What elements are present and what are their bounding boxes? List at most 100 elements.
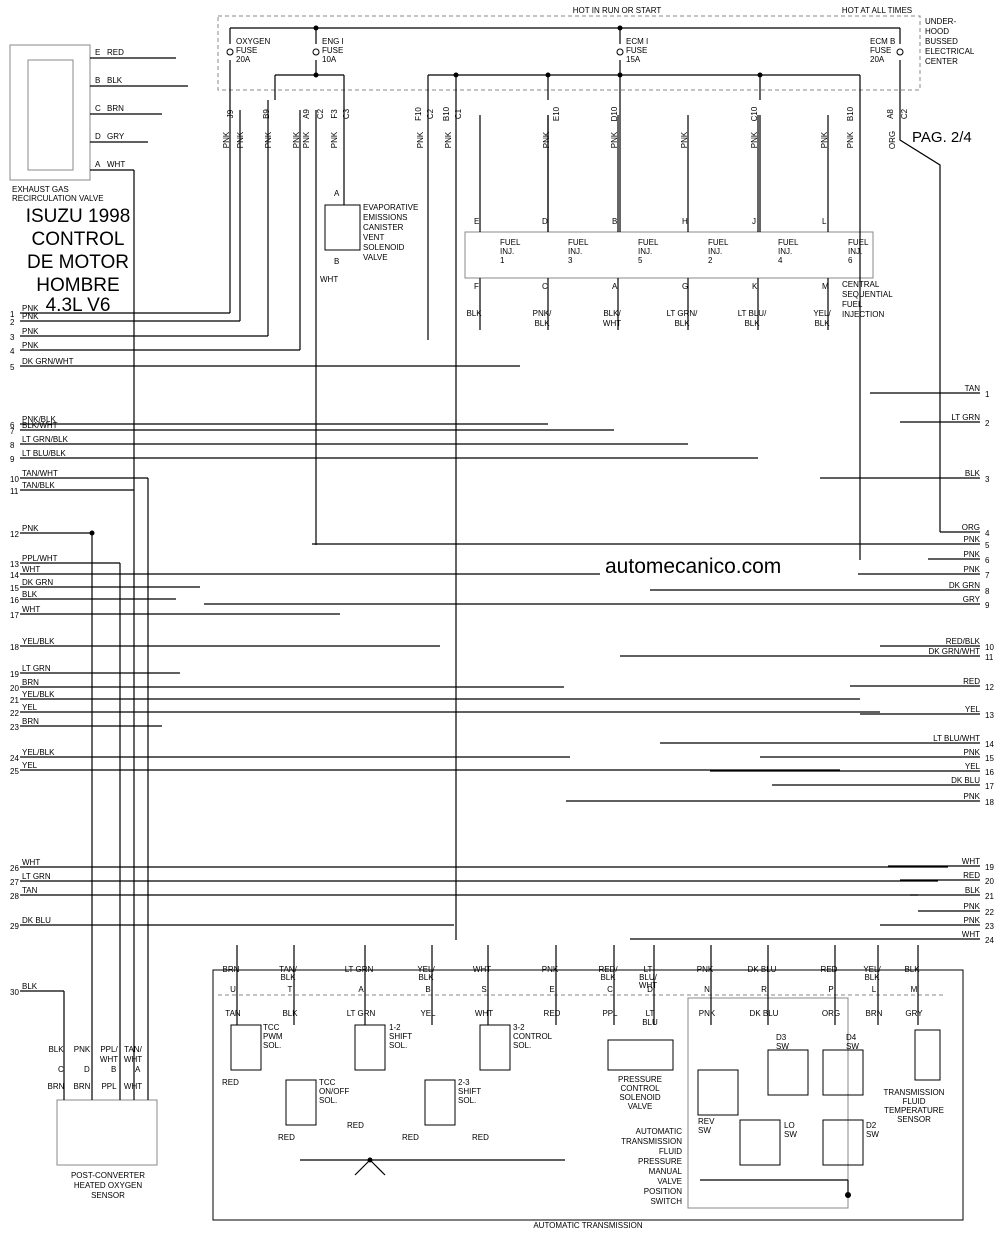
- left-wire-color: PNK: [22, 312, 39, 321]
- solenoid-label: 2-3: [458, 1078, 470, 1087]
- trans-wire-color-top: PNK: [542, 965, 559, 974]
- connector-pin: A8: [886, 109, 895, 119]
- left-wire-color: TAN/BLK: [22, 481, 55, 490]
- trans-wire-color-top: BLK: [280, 973, 296, 982]
- right-wire-number: 7: [985, 571, 990, 580]
- injector-type: INJ.: [638, 247, 652, 256]
- right-wire-number: 1: [985, 390, 990, 399]
- right-wire-color: PNK: [964, 902, 981, 911]
- injector-pin-top: J: [752, 217, 756, 226]
- right-wire-color: YEL: [965, 762, 981, 771]
- left-wire-number: 10: [10, 475, 19, 484]
- left-wire-color: YEL/BLK: [22, 637, 55, 646]
- right-wire-number: 9: [985, 601, 990, 610]
- left-wire-color: PNK: [22, 327, 39, 336]
- wire-color: PNK: [820, 131, 829, 148]
- injector-group-label: SEQUENTIAL: [842, 290, 893, 299]
- injector-pin-top: D: [542, 217, 548, 226]
- connector-pin: F10: [414, 107, 423, 121]
- trunk: [899, 100, 941, 532]
- trans-inside-color: YEL: [420, 1009, 436, 1018]
- fuse-type: FUSE: [870, 46, 891, 55]
- o2-pin: B: [111, 1065, 116, 1074]
- evap-pin-a: A: [334, 189, 340, 198]
- underhood-label: ELECTRICAL: [925, 47, 975, 56]
- injector-wire-color: BLK: [466, 309, 482, 318]
- egr-label: EXHAUST GAS: [12, 185, 69, 194]
- connector-pin: E10: [552, 106, 561, 121]
- left-wire-number: 8: [10, 441, 15, 450]
- injector-pin-bottom: G: [682, 282, 688, 291]
- right-wire-number: 2: [985, 419, 990, 428]
- egr-pin: C: [95, 104, 101, 113]
- o2-wire-color-bottom: PPL: [101, 1082, 117, 1091]
- title-line: CONTROL: [32, 229, 125, 250]
- injector-name: FUEL: [708, 238, 729, 247]
- fuse-symbols: [226, 28, 904, 100]
- injector-name: FUEL: [500, 238, 521, 247]
- atf-switch-label: FLUID: [659, 1147, 682, 1156]
- trans-wire-color-top: BLU/: [639, 973, 658, 982]
- o2-label: HEATED OXYGEN: [74, 1181, 143, 1190]
- injector-pin-top: E: [474, 217, 479, 226]
- connector-pin: C1: [454, 108, 463, 119]
- trans-inside-color: TAN: [225, 1009, 241, 1018]
- right-wire-color: PNK: [964, 565, 981, 574]
- left-wire-number: 12: [10, 530, 19, 539]
- left-wire-number: 29: [10, 922, 19, 931]
- atf-switch-label: VALVE: [657, 1177, 682, 1186]
- switch-label: REV: [698, 1117, 715, 1126]
- underhood-label: CENTER: [925, 57, 958, 66]
- left-wire-color: DK GRN/WHT: [22, 357, 74, 366]
- left-wire-color: TAN/WHT: [22, 469, 58, 478]
- connector-pin: B10: [442, 106, 451, 121]
- switch-label: D4: [846, 1033, 857, 1042]
- right-wire-color: WHT: [962, 857, 980, 866]
- trans-wire-color-top: RED/: [598, 965, 618, 974]
- red-wire-label: RED: [472, 1133, 489, 1142]
- left-wire-number: 13: [10, 560, 19, 569]
- injector-pin-top: B: [612, 217, 617, 226]
- solenoid-label: SHIFT: [389, 1032, 412, 1041]
- wire-color: PNK: [542, 131, 551, 148]
- right-wire-color: LT GRN: [951, 413, 980, 422]
- injector-pin-bottom: F: [474, 282, 479, 291]
- injector-wire-color: BLK: [674, 319, 690, 328]
- wire-color: PNK: [222, 131, 231, 148]
- injector-wire-color: BLK: [534, 319, 550, 328]
- connector-pin: F3: [330, 109, 339, 119]
- tft-label: FLUID: [902, 1097, 925, 1106]
- right-wire-number: 21: [985, 892, 994, 901]
- trans-inside-color: PPL: [602, 1009, 618, 1018]
- left-wire-number: 23: [10, 723, 19, 732]
- trunk: [427, 100, 861, 940]
- trans-inside-color: ORG: [822, 1009, 840, 1018]
- injector-name: FUEL: [778, 238, 799, 247]
- left-wire-number: 30: [10, 988, 19, 997]
- o2-label: SENSOR: [91, 1191, 125, 1200]
- solenoid-label: TCC: [319, 1078, 336, 1087]
- left-wire-number: 21: [10, 696, 19, 705]
- solenoid-label: CONTROL: [513, 1032, 553, 1041]
- left-wire-color: WHT: [22, 858, 40, 867]
- trans-wire-color-top: WHT: [473, 965, 491, 974]
- right-wire-number: 11: [985, 653, 994, 662]
- injector-type: INJ.: [500, 247, 514, 256]
- wire-color: PNK: [302, 131, 311, 148]
- trans-pin: U: [230, 985, 236, 994]
- solenoid-label: TCC: [263, 1023, 280, 1032]
- trans-wire-color-top: TAN/: [279, 965, 297, 974]
- trans-pin: C: [607, 985, 613, 994]
- egr-wire-color: RED: [107, 48, 124, 57]
- egr-wire-color: GRY: [107, 132, 125, 141]
- left-wire-number: 22: [10, 709, 19, 718]
- trans-pin: M: [911, 985, 918, 994]
- injector-pin-bottom: A: [612, 282, 618, 291]
- trans-pin: E: [549, 985, 554, 994]
- left-wire-color: LT GRN: [22, 872, 51, 881]
- static-wiring: [9, 15, 964, 1221]
- solenoid-label: PWM: [263, 1032, 283, 1041]
- evap-wire-color: WHT: [320, 275, 338, 284]
- wire-color: PNK: [292, 131, 301, 148]
